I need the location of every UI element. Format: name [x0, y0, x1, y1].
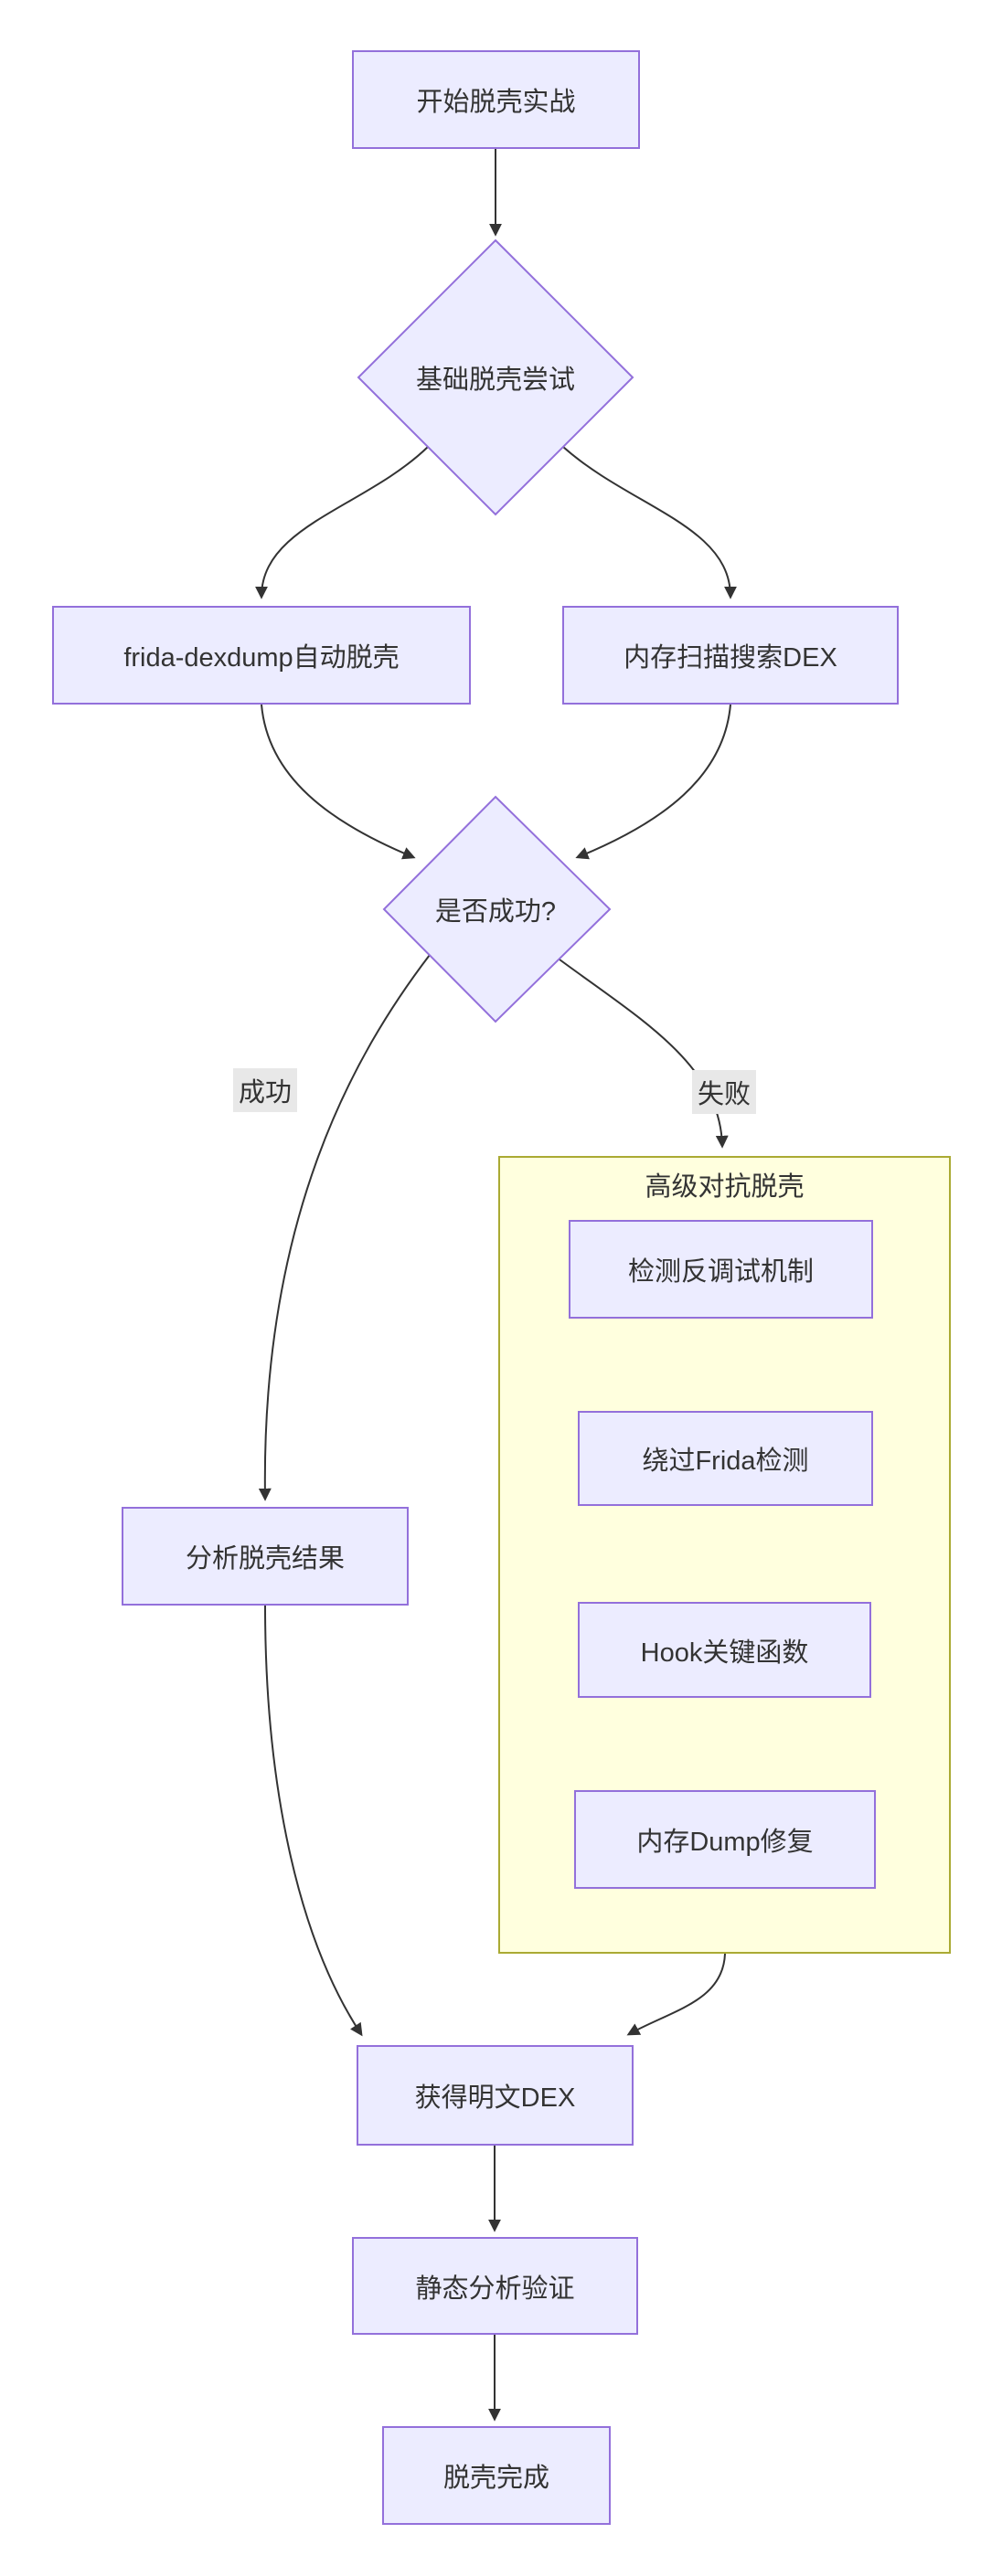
node-mem-scan: 内存扫描搜索DEX — [562, 606, 899, 705]
edge-analyze-result-to-plain-dex — [264, 1605, 363, 2037]
node-start: 开始脱壳实战 — [352, 50, 640, 149]
decision-basic-try-label: 基础脱壳尝试 — [415, 366, 576, 395]
node-plain-dex: 获得明文DEX — [357, 2045, 634, 2146]
node-hook-key-funcs: Hook关键函数 — [578, 1602, 871, 1698]
node-frida-dexdump: frida-dexdump自动脱壳 — [52, 606, 471, 705]
edge-frida-dexdump-to-is-success — [261, 704, 416, 860]
edge-advanced-cluster-to-plain-dex — [626, 1953, 726, 2036]
edge-is-success-to-advanced-cluster — [559, 959, 729, 1149]
edge-label-success: 成功 — [232, 1068, 298, 1112]
node-analyze-result: 分析脱壳结果 — [122, 1507, 409, 1606]
cluster-advanced-title: 高级对抗脱壳 — [645, 1172, 805, 1202]
decision-is-success-label: 是否成功? — [434, 897, 557, 927]
edge-label-fail: 失败 — [691, 1070, 757, 1114]
edge-mem-scan-to-is-success — [575, 704, 731, 860]
edge-is-success-to-analyze-result — [258, 954, 431, 1501]
node-mem-dump-fix: 内存Dump修复 — [574, 1790, 876, 1889]
edge-basic-try-to-mem-scan — [562, 446, 737, 599]
decision-is-success-shape — [382, 795, 612, 1023]
node-static-verify: 静态分析验证 — [352, 2237, 638, 2335]
node-done: 脱壳完成 — [382, 2426, 611, 2525]
node-bypass-frida: 绕过Frida检测 — [578, 1411, 873, 1506]
node-detect-antidebug: 检测反调试机制 — [569, 1220, 873, 1319]
edge-basic-try-to-frida-dexdump — [255, 446, 429, 599]
decision-basic-try-shape — [357, 239, 634, 516]
